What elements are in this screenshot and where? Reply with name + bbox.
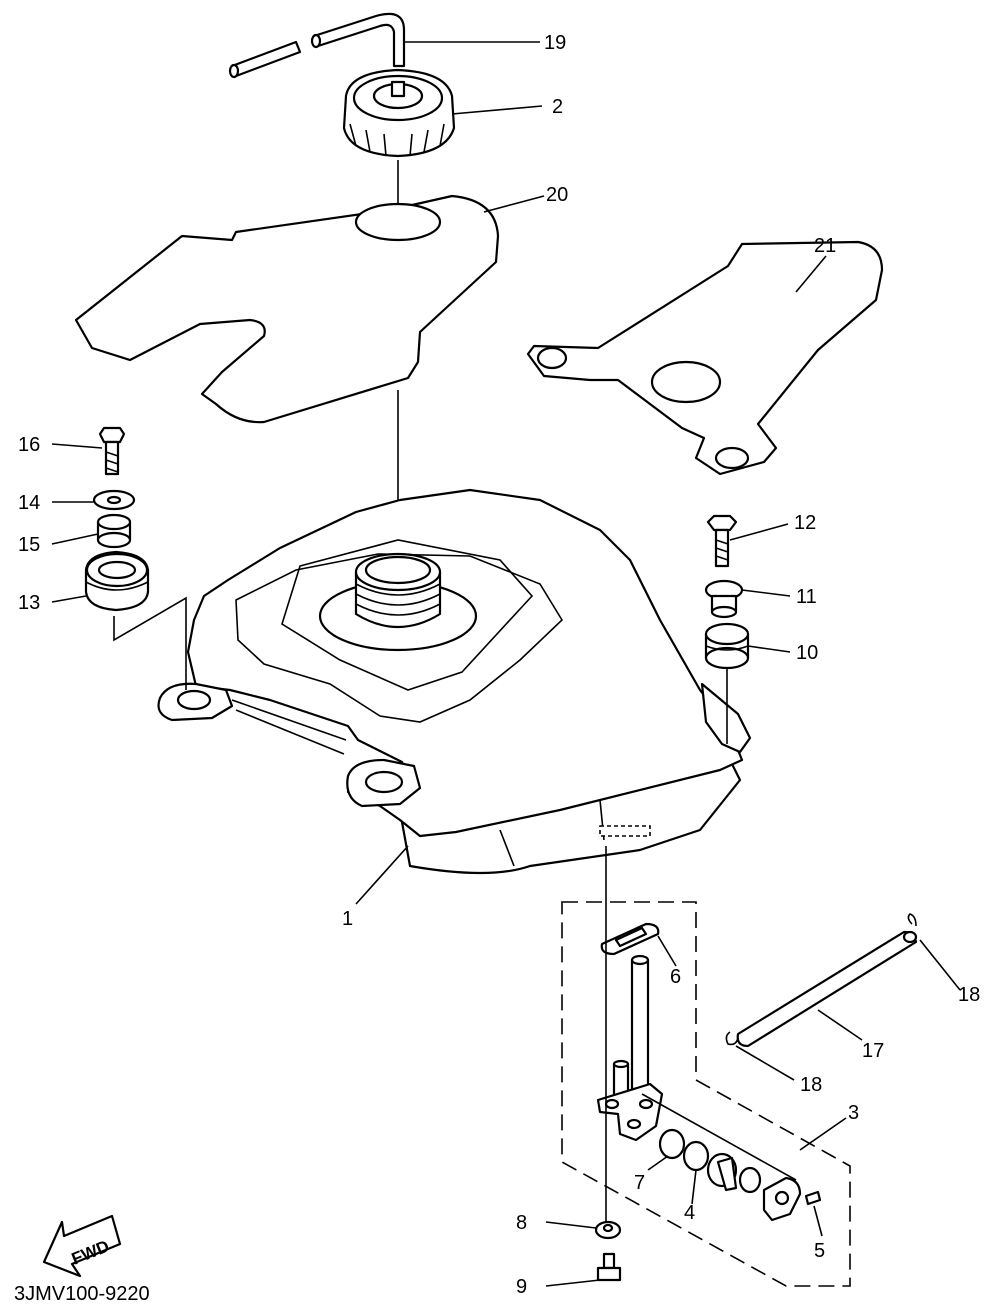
- part-14-washer: [92, 489, 136, 511]
- label-12: 12: [794, 512, 816, 534]
- part-20-pad: [74, 194, 500, 424]
- part-3-fuel-cock-group: [561, 901, 851, 1287]
- part-5-screw: [804, 1190, 822, 1206]
- part-17-fuel-hose: [736, 930, 918, 1048]
- leader-lines: [51, 41, 961, 1287]
- fuel-cock-washer: [738, 1166, 762, 1194]
- part-18-clip-top: [907, 913, 917, 927]
- label-10: 10: [796, 642, 818, 664]
- fuel-cock-plate: [762, 1176, 802, 1222]
- part-16-bolt: [98, 426, 126, 476]
- tank-outlet-mark: [599, 825, 651, 837]
- part-8-washer: [594, 1220, 622, 1240]
- drawing-code: 3JMV100-9220: [14, 1283, 150, 1305]
- label-14: 14: [18, 492, 40, 514]
- part-2-fuel-cap: [342, 68, 456, 158]
- label-8: 8: [516, 1212, 527, 1234]
- part-10-damper: [704, 622, 750, 670]
- label-19: 19: [544, 32, 566, 54]
- part-15-collar: [96, 513, 132, 549]
- label-4: 4: [684, 1202, 695, 1224]
- part-12-bolt: [706, 514, 738, 568]
- label-3: 3: [848, 1102, 859, 1124]
- part-19-breather-hose: [228, 12, 406, 79]
- label-20: 20: [546, 184, 568, 206]
- assembly-line-left: [113, 596, 187, 690]
- part-13-damper: [84, 550, 150, 612]
- label-5: 5: [814, 1240, 825, 1262]
- fwd-arrow-icon: FWD: [42, 1214, 122, 1278]
- part-labels: 19 2 20 21 16 14 15 13 12 11 10 1 6 18 1…: [18, 32, 980, 1298]
- part-6-gasket: [600, 922, 660, 956]
- label-6: 6: [670, 966, 681, 988]
- label-18-top: 18: [958, 984, 980, 1006]
- label-1: 1: [342, 908, 353, 930]
- label-7: 7: [634, 1172, 645, 1194]
- label-11: 11: [796, 586, 817, 608]
- part-7-filter-cup: [658, 1128, 686, 1160]
- part-21-gasket-plate: [526, 240, 884, 476]
- fuel-cock-lever: [706, 1152, 738, 1192]
- part-4-o-ring: [682, 1140, 710, 1172]
- label-13: 13: [18, 592, 40, 614]
- part-9-screw: [596, 1252, 622, 1282]
- label-9: 9: [516, 1276, 527, 1298]
- part-11-collar: [704, 579, 744, 619]
- part-18-clip-bottom: [725, 1031, 739, 1046]
- label-16: 16: [18, 434, 40, 456]
- label-21: 21: [814, 235, 836, 257]
- label-17: 17: [862, 1040, 884, 1062]
- part-1-fuel-tank: [157, 488, 752, 875]
- label-18-bottom: 18: [800, 1074, 822, 1096]
- label-15: 15: [18, 534, 40, 556]
- label-2: 2: [552, 96, 563, 118]
